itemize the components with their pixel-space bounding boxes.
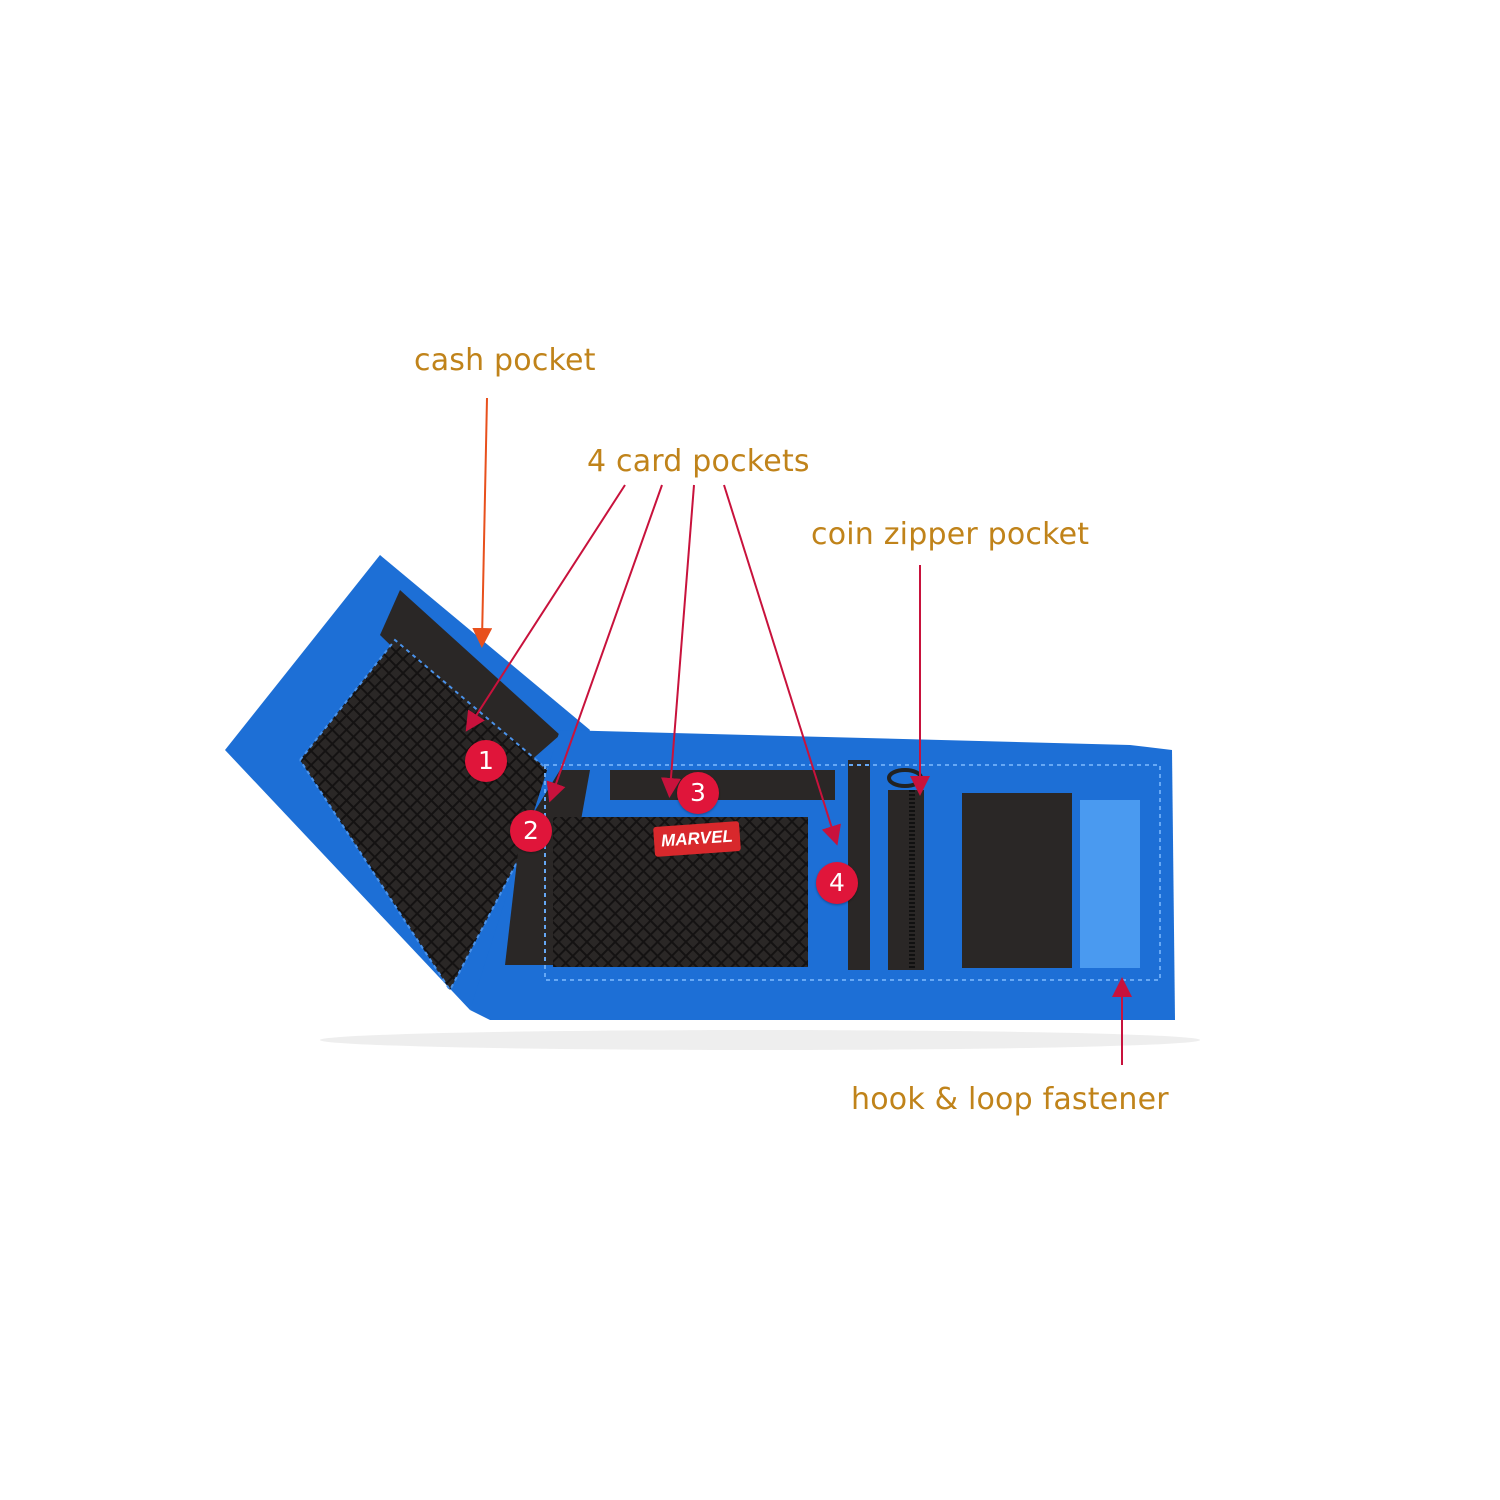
left-panel xyxy=(225,555,590,1010)
coin-zipper-pocket-label: coin zipper pocket xyxy=(811,517,1090,552)
card-3-pointer xyxy=(660,484,695,798)
card-pockets-label: 4 card pockets xyxy=(587,444,810,479)
marker-2: 2 xyxy=(510,810,552,852)
marker-1: 1 xyxy=(465,740,507,782)
marker-3: 3 xyxy=(677,772,719,814)
marker-4: 4 xyxy=(816,862,858,904)
brand-tag: MARVEL xyxy=(653,821,741,857)
card-4-pointer xyxy=(723,484,841,846)
card-1-pointer xyxy=(465,484,626,732)
cash-pocket-pointer xyxy=(472,397,493,648)
card-2-pointer xyxy=(546,484,663,803)
hook-loop-fastener-label: hook & loop fastener xyxy=(851,1082,1169,1117)
cash-pocket-label: cash pocket xyxy=(414,343,596,378)
